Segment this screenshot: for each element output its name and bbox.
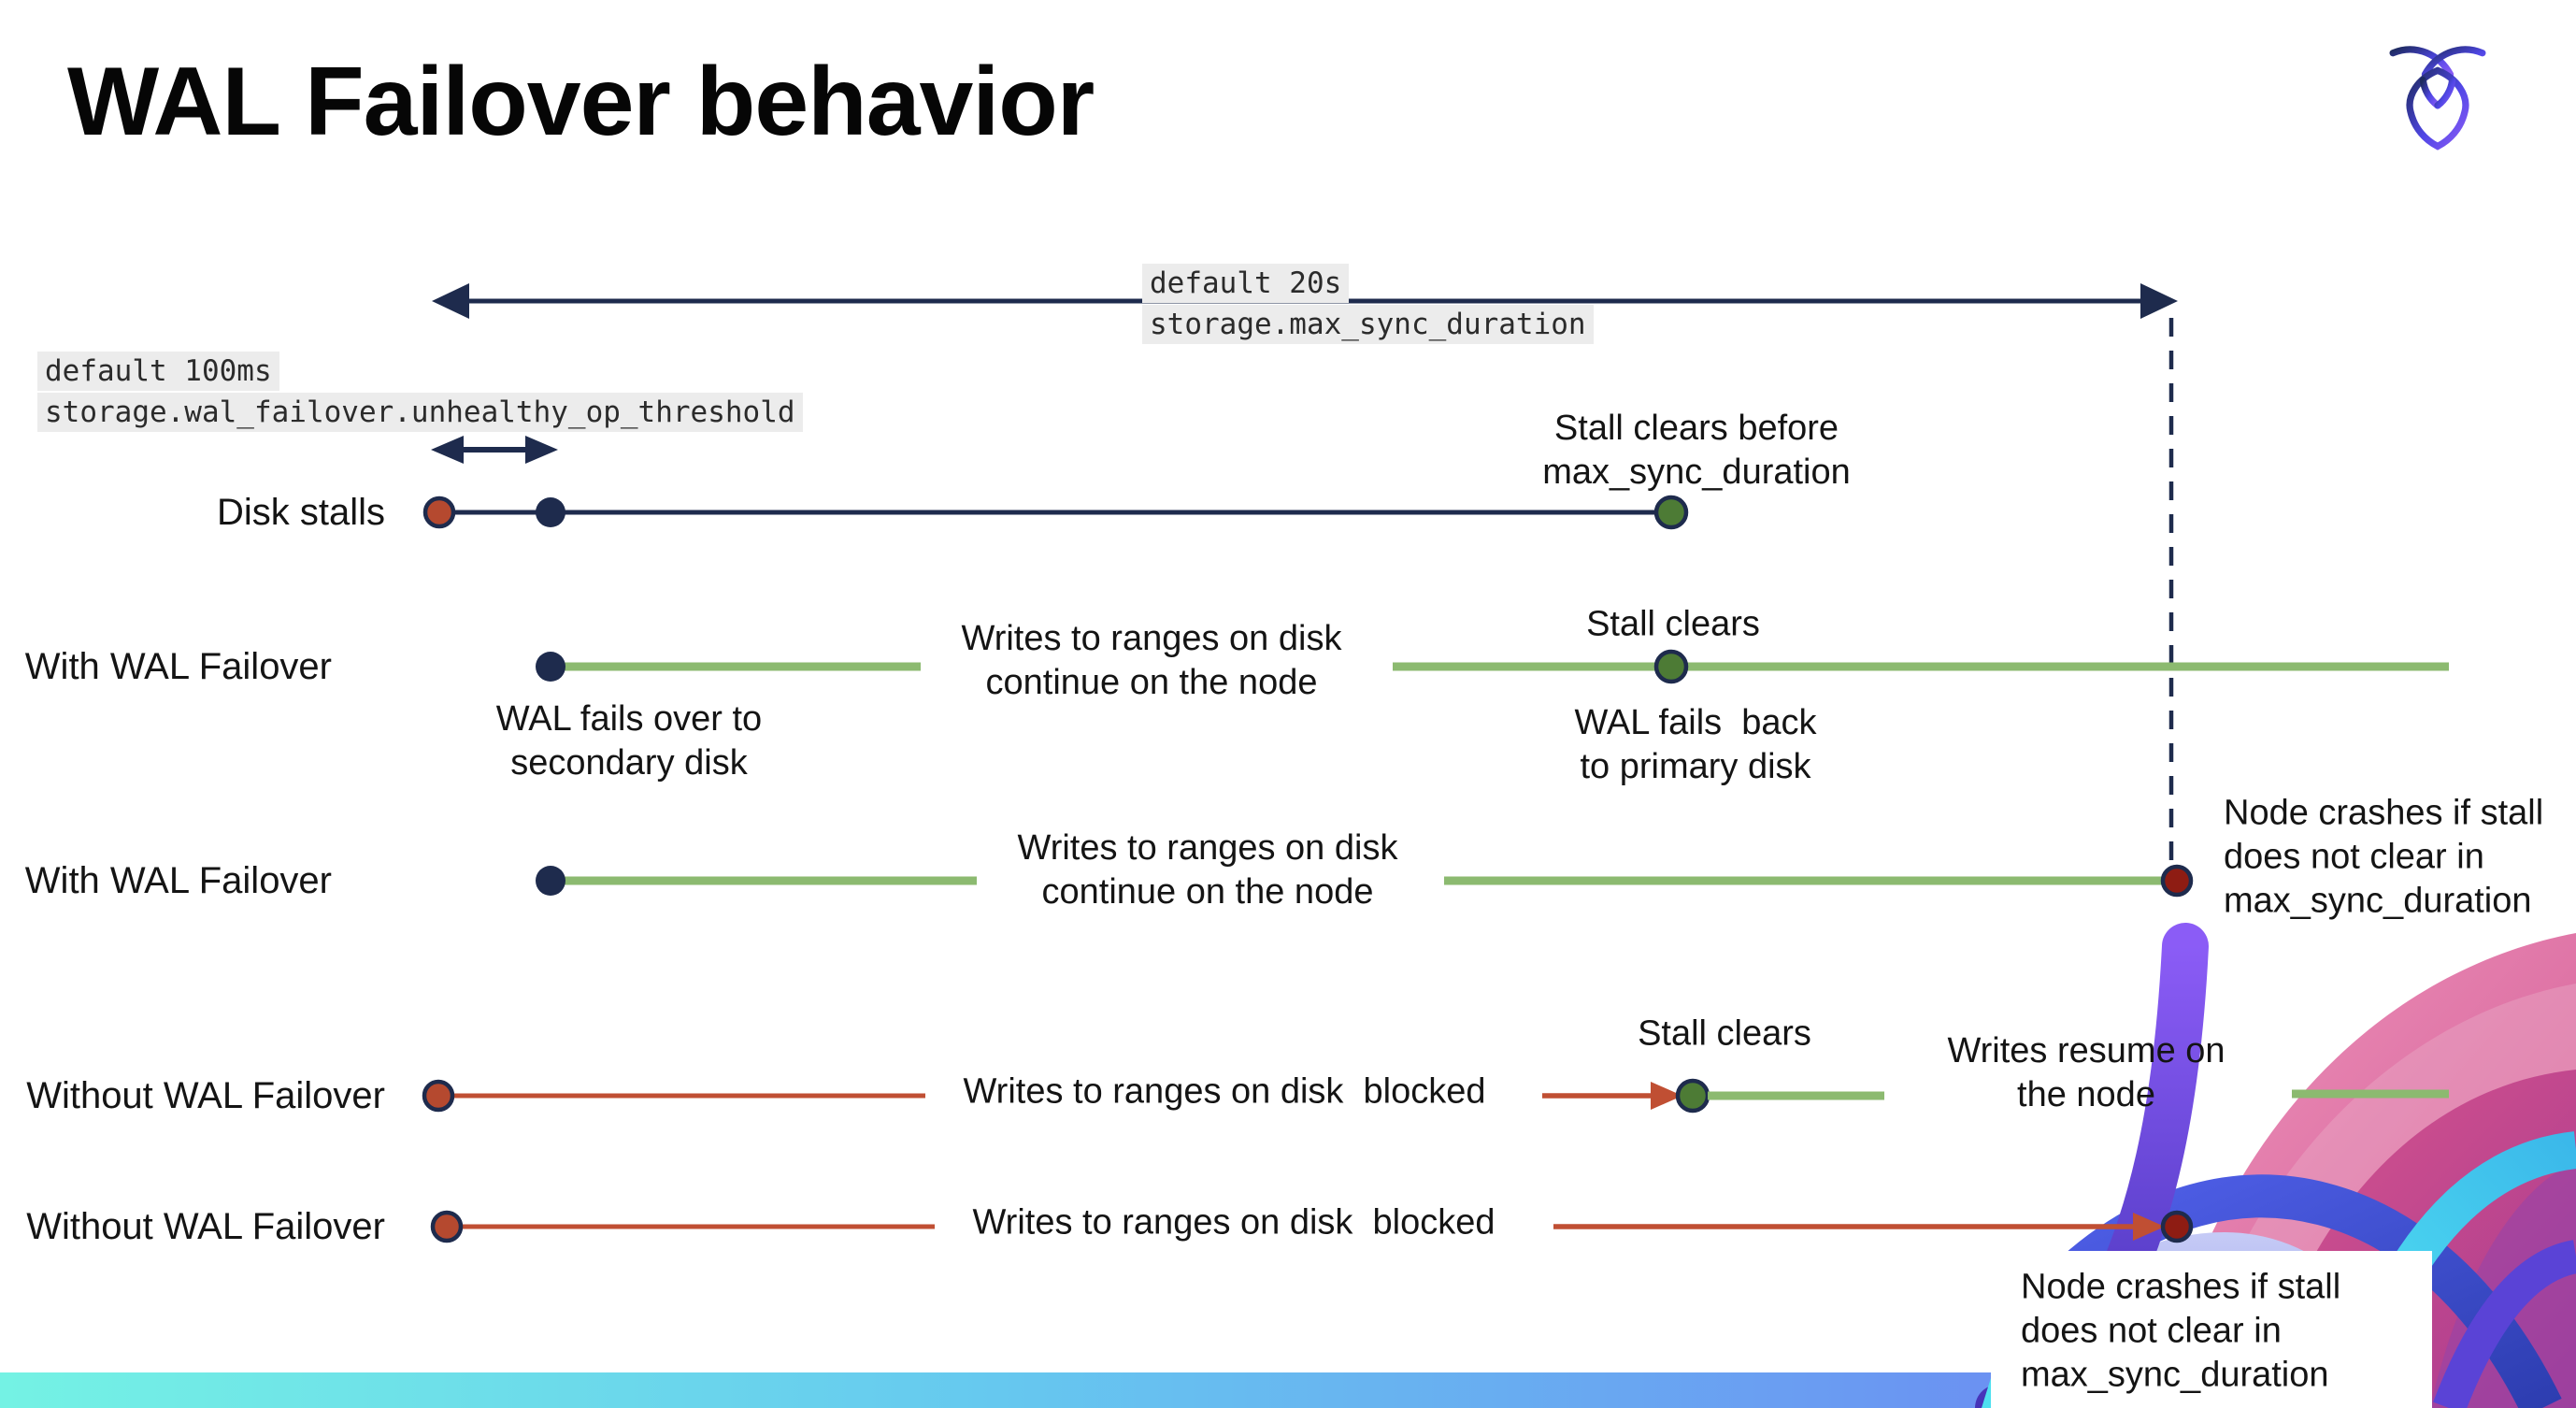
annotation-stall-clears-before: Stall clears before max_sync_duration — [1542, 409, 1851, 492]
row-with-failover-clears-timeline — [536, 649, 2449, 684]
stall-clears-dot — [1653, 649, 1689, 684]
arrowhead-right-icon — [1651, 1082, 1682, 1110]
cockroachdb-logo-icon — [2389, 46, 2486, 151]
stall-start-dot — [430, 1210, 464, 1243]
threshold-setting-chip: storage.wal_failover.unhealthy_op_thresh… — [37, 393, 803, 432]
page-title: WAL Failover behavior — [67, 48, 1095, 156]
art-violet-arc — [2433, 1240, 2576, 1408]
annotation-wal-fails-back: WAL fails back to primary disk — [1574, 703, 1817, 786]
annotation-writes-blocked-2: Writes to ranges on disk blocked — [972, 1202, 1496, 1243]
row-label-without-failover-2: Without WAL Failover — [26, 1206, 385, 1247]
unhealthy-op-threshold-arrow — [431, 436, 558, 464]
threshold-default-chip: default 100ms — [37, 352, 279, 391]
failover-dot — [536, 652, 565, 682]
arrowhead-left-icon — [431, 436, 464, 464]
arrowhead-right-icon — [2140, 283, 2178, 319]
stall-start-dot — [422, 496, 456, 529]
row-disk-stalls-timeline — [422, 495, 1689, 530]
stall-clears-dot — [1675, 1078, 1710, 1113]
annotation-stall-clears-1: Stall clears — [1586, 604, 1760, 644]
max-sync-default-chip: default 20s — [1142, 264, 1350, 303]
row-label-with-failover-2: With WAL Failover — [24, 860, 332, 901]
annotation-writes-continue-2: Writes to ranges on disk continue on the… — [1017, 828, 1398, 912]
row-label-disk-stalls: Disk stalls — [216, 492, 385, 533]
arrowhead-left-icon — [432, 283, 469, 319]
crash-annotation-box — [1991, 1251, 2432, 1408]
row-label-without-failover-1: Without WAL Failover — [26, 1075, 385, 1116]
row-label-with-failover-1: With WAL Failover — [24, 646, 332, 687]
arrowhead-right-icon — [525, 436, 558, 464]
stall-start-dot — [422, 1079, 455, 1113]
annotation-node-crashes-1: Node crashes if stall does not clear in … — [2224, 793, 2544, 921]
max-sync-setting-chip: storage.max_sync_duration — [1142, 305, 1594, 344]
node-crash-dot — [2160, 864, 2194, 898]
annotation-stall-clears-2: Stall clears — [1638, 1013, 1811, 1054]
annotation-node-crashes-2: Node crashes if stall does not clear in … — [2021, 1267, 2341, 1395]
stall-clears-dot — [1653, 495, 1689, 530]
failover-dot — [536, 866, 565, 896]
annotation-writes-continue-1: Writes to ranges on disk continue on the… — [961, 619, 1342, 702]
annotation-writes-blocked-1: Writes to ranges on disk blocked — [963, 1071, 1486, 1112]
annotation-wal-fails-over: WAL fails over to secondary disk — [495, 699, 763, 783]
threshold-dot — [536, 497, 565, 527]
annotation-writes-resume: Writes resume on the node — [1947, 1031, 2225, 1114]
